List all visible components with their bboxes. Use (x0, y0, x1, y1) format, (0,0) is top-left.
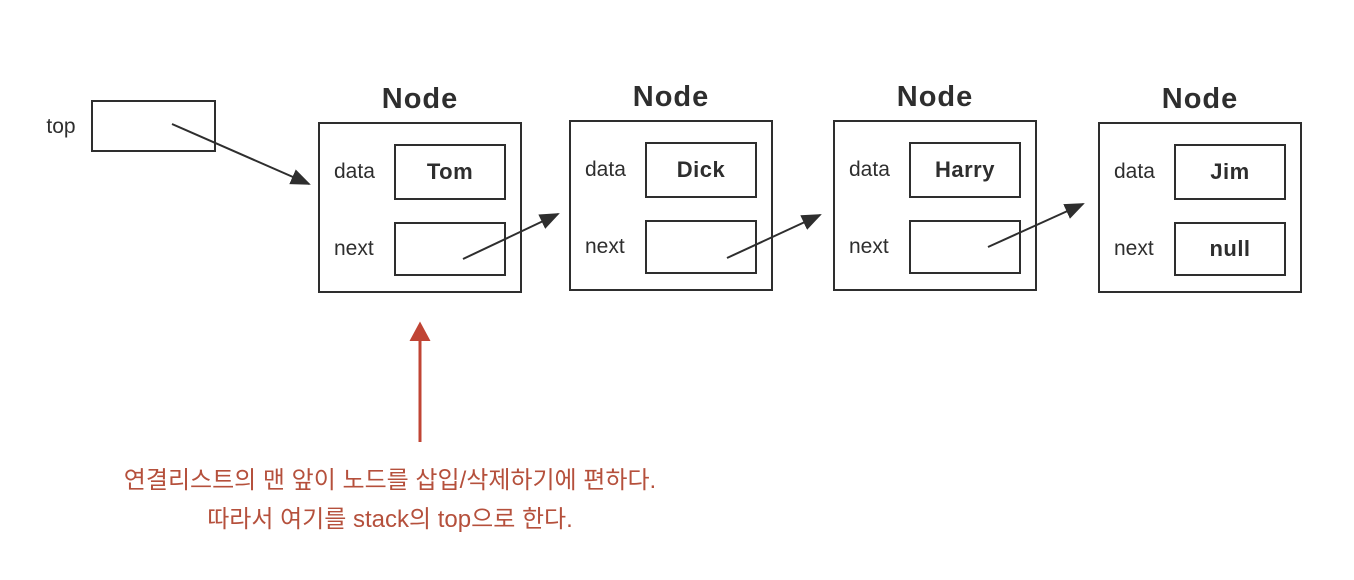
node-title: Node (896, 81, 974, 113)
data-value-box: Jim (1174, 144, 1286, 200)
node-box: data Harry next (833, 120, 1037, 291)
node-box: data Tom next (318, 122, 522, 293)
node-box: data Jim next null (1098, 122, 1302, 293)
annotation-line-1: 연결리스트의 맨 앞이 노드를 삽입/삭제하기에 편하다. (123, 467, 657, 494)
data-value-box: Tom (394, 144, 506, 200)
node-4: Node data Jim next null (1098, 80, 1302, 293)
top-pointer-box (91, 100, 216, 152)
node-3: Node data Harry next (833, 78, 1037, 291)
data-field-label: data (334, 160, 375, 183)
node-2: Node data Dick next (569, 78, 773, 291)
data-value-box: Harry (909, 142, 1021, 198)
data-field: data Dick (585, 142, 759, 198)
next-field-label: next (334, 237, 374, 260)
annotation-line-2: 따라서 여기를 stack의 top으로 한다. (207, 506, 573, 533)
node-title: Node (1161, 83, 1239, 115)
data-field-label: data (849, 158, 890, 181)
data-value-box: Dick (645, 142, 757, 198)
next-value-box: null (1174, 222, 1286, 276)
next-value-box (394, 222, 506, 276)
node-box: data Dick next (569, 120, 773, 291)
next-field-label: next (849, 235, 889, 258)
next-field: next null (1114, 222, 1288, 276)
data-field-label: data (585, 158, 626, 181)
node-title: Node (632, 81, 710, 113)
annotation: 연결리스트의 맨 앞이 노드를 삽입/삭제하기에 편하다. 따라서 여기를 st… (110, 461, 670, 539)
data-field-label: data (1114, 160, 1155, 183)
data-field: data Harry (849, 142, 1023, 198)
data-field: data Jim (1114, 144, 1288, 200)
next-value-box (645, 220, 757, 274)
node-title: Node (381, 83, 459, 115)
next-field-label: next (1114, 237, 1154, 260)
top-pointer-label: top (46, 115, 76, 138)
next-field-label: next (585, 235, 625, 258)
next-field: next (334, 222, 508, 276)
next-field: next (585, 220, 759, 274)
next-field: next (849, 220, 1023, 274)
node-1: Node data Tom next (318, 80, 522, 293)
next-value-box (909, 220, 1021, 274)
data-field: data Tom (334, 144, 508, 200)
